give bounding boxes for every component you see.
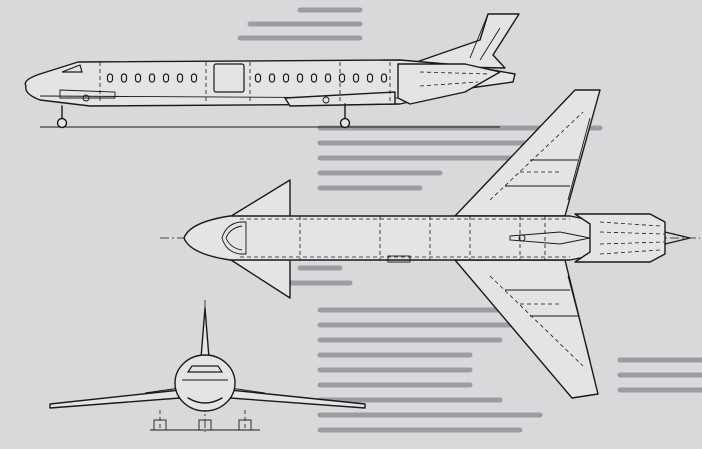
top-center-marker — [518, 234, 526, 242]
top-engine-detail — [599, 221, 665, 255]
side-view — [24, 13, 520, 129]
side-window — [176, 73, 184, 83]
top-cockpit — [221, 221, 247, 255]
top-wing-lower-detail — [505, 275, 591, 361]
top-frame-lines — [299, 216, 546, 260]
side-tail-fin — [404, 13, 520, 69]
front-belly — [187, 397, 223, 404]
top-wing-upper — [454, 89, 601, 217]
side-window — [380, 73, 388, 83]
top-center-fairing — [509, 231, 591, 245]
top-engine-block — [574, 213, 666, 263]
side-gear-hub-front — [82, 94, 90, 102]
side-window — [148, 73, 156, 83]
top-view — [160, 89, 700, 399]
side-window — [268, 73, 276, 83]
side-window — [352, 73, 360, 83]
top-fuselage-edges — [240, 218, 570, 258]
top-cockpit-frames — [225, 225, 243, 251]
side-window — [366, 73, 374, 83]
side-gear-hub-main — [322, 96, 330, 104]
side-cockpit-window — [61, 64, 83, 73]
front-cockpit-window — [186, 365, 224, 373]
side-window-row — [106, 73, 388, 83]
front-foreplane — [144, 387, 266, 394]
top-wing-upper-dash — [489, 111, 584, 201]
side-door — [213, 63, 245, 93]
side-window — [254, 73, 262, 83]
side-window — [296, 73, 304, 83]
front-view — [49, 300, 366, 432]
side-window — [190, 73, 198, 83]
side-window — [134, 73, 142, 83]
top-tail-cone — [664, 231, 691, 245]
top-wing-upper-detail — [505, 89, 600, 201]
top-hatch — [387, 255, 411, 263]
side-window — [324, 73, 332, 83]
side-engine-detail — [419, 71, 491, 87]
side-nose-wheel — [56, 117, 68, 129]
side-frame-lines — [99, 62, 391, 104]
side-window — [282, 73, 290, 83]
side-forward-pod — [59, 89, 116, 99]
side-tail-detail — [469, 13, 501, 61]
top-wing-lower-dash — [489, 275, 584, 367]
side-window — [310, 73, 318, 83]
side-main-wheel — [339, 117, 351, 129]
top-wing-lower — [454, 259, 599, 399]
side-window — [162, 73, 170, 83]
side-window — [106, 73, 114, 83]
front-gear-lines — [159, 410, 246, 428]
front-tail-fin — [200, 307, 210, 359]
side-window — [120, 73, 128, 83]
side-window — [338, 73, 346, 83]
